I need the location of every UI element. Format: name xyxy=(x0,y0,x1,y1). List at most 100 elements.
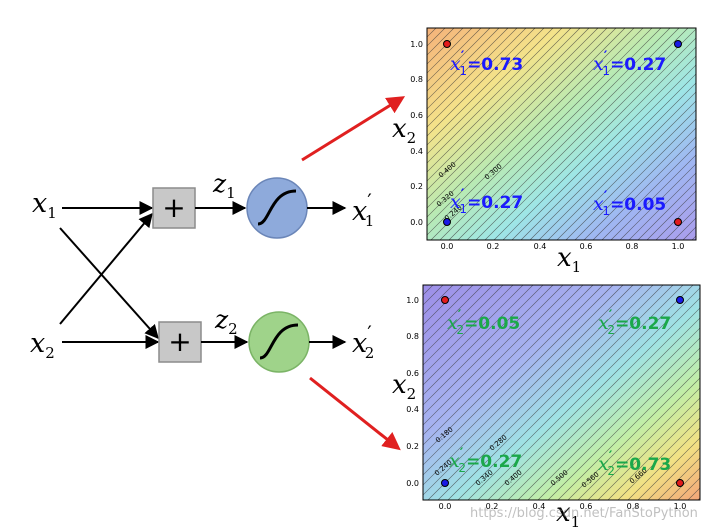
ytick: 0.0 xyxy=(406,479,419,488)
output-x1-prime: ′ xyxy=(367,189,372,213)
contour-line xyxy=(529,73,696,240)
ann-base: x xyxy=(598,453,609,475)
ann-prime: ′ xyxy=(604,189,608,205)
ann-sub: 2 xyxy=(456,323,464,337)
contour-line xyxy=(655,199,696,240)
point-red xyxy=(676,479,684,487)
contour-line xyxy=(567,367,700,500)
contour-line xyxy=(427,28,473,74)
xtick: 1.0 xyxy=(674,502,687,511)
contour-line xyxy=(427,28,581,182)
contour-line xyxy=(423,285,544,406)
sigmoid-icon xyxy=(257,189,297,226)
xtick: 0.4 xyxy=(533,502,546,511)
contour-line xyxy=(423,285,494,356)
plot-2-frame xyxy=(422,284,701,501)
contour-line xyxy=(427,28,536,137)
adder-2-symbol: + xyxy=(168,325,191,358)
arrow-to-plot-1 xyxy=(301,96,406,162)
point-red xyxy=(443,40,451,48)
ytick: 0.6 xyxy=(410,111,423,120)
sum-z1-label: z1 xyxy=(212,169,236,202)
annotation-bottom-left: x′2=0.27 xyxy=(449,446,522,475)
ann-sub: 1 xyxy=(602,64,610,78)
ann-base: x xyxy=(450,191,461,213)
contour-line xyxy=(427,285,644,500)
ann-prime: ′ xyxy=(460,446,464,462)
neuron-2 xyxy=(248,311,310,373)
contour-line xyxy=(427,28,482,83)
contour-line xyxy=(467,285,684,500)
ann-value: =0.73 xyxy=(615,455,671,475)
ann-value: =0.27 xyxy=(615,314,671,334)
sum-z2-sub: 2 xyxy=(228,320,238,338)
xtick: 0.2 xyxy=(486,502,499,511)
contour-line xyxy=(427,28,527,128)
ytick: 0.4 xyxy=(406,405,419,414)
adder-1: + xyxy=(152,187,196,229)
output-x2-sub: 2 xyxy=(365,344,375,362)
contour-line xyxy=(423,285,484,346)
contour-line xyxy=(423,285,604,466)
point-blue xyxy=(443,218,451,226)
contour-line xyxy=(607,407,700,500)
contour-line xyxy=(493,37,696,240)
xtick: 0.6 xyxy=(580,242,593,251)
annotation-top-right: x′1=0.27 xyxy=(593,49,666,78)
contour-line xyxy=(423,285,424,286)
plot-1: 0.400 0.300 0.320 0.240 1.0 0.8 0.6 0.4 … xyxy=(392,27,697,276)
ann-sub: 2 xyxy=(607,464,615,478)
sum-z1-sub: 1 xyxy=(226,184,236,202)
contour-line xyxy=(556,100,696,240)
contour-line xyxy=(628,172,696,240)
ann-base: x xyxy=(593,53,604,75)
neuron-1 xyxy=(246,177,308,239)
plot-2-annotations: x′2=0.05 x′2=0.27 x′2=0.27 x′2=0.73 xyxy=(447,308,671,478)
plot-2-xlabel-base: x xyxy=(556,498,571,528)
contour-line xyxy=(502,46,696,240)
ann-prime: ′ xyxy=(609,308,613,324)
contour-line xyxy=(448,28,662,240)
plot-1-ylabel-sub: 2 xyxy=(407,129,417,147)
contour-line xyxy=(447,285,664,500)
edge-x1-to-adder2 xyxy=(59,227,159,340)
contour-line xyxy=(601,145,696,240)
contour-line xyxy=(597,397,700,500)
contour-line xyxy=(427,28,464,65)
plot-1-contours xyxy=(427,28,696,240)
point-red xyxy=(674,218,682,226)
plot-1-background xyxy=(427,28,696,240)
annotation-bottom-right: x′1=0.05 xyxy=(593,189,666,218)
contour-line xyxy=(423,285,624,486)
contour-line xyxy=(610,154,696,240)
xtick: 0.0 xyxy=(441,242,454,251)
plot-1-xlabel-base: x xyxy=(557,243,572,273)
xtick: 0.8 xyxy=(626,242,639,251)
ann-base: x xyxy=(598,312,609,334)
contour-line xyxy=(427,28,590,191)
contour-line xyxy=(577,377,700,500)
contour-line xyxy=(423,285,524,386)
output-x1-label: x′1 xyxy=(352,189,374,230)
ann-prime: ′ xyxy=(609,449,613,465)
contour-line xyxy=(708,285,713,500)
ann-sub: 2 xyxy=(607,323,615,337)
contour-line xyxy=(457,28,671,240)
contour-line xyxy=(430,28,644,240)
watermark-text: https://blog.csdn.net/FanStoPython xyxy=(470,506,698,521)
contour-line xyxy=(497,297,700,500)
contour-line xyxy=(437,285,654,500)
plot-2-xlabel: x1 xyxy=(556,498,580,530)
plot-1-xticks: 0.0 0.2 0.4 0.6 0.8 1.0 xyxy=(441,242,685,251)
output-x2-prime: ′ xyxy=(367,321,372,345)
output-x2-base: x xyxy=(352,328,367,359)
input-x1-sub: 1 xyxy=(47,204,57,222)
contour-line xyxy=(627,427,700,500)
contour-line xyxy=(457,285,674,500)
ann-value: =0.27 xyxy=(466,452,522,472)
output-x2-label: x′2 xyxy=(352,321,374,362)
ytick: 0.2 xyxy=(410,182,423,191)
contour-line xyxy=(647,447,700,500)
contour-line xyxy=(423,285,574,436)
contour-line xyxy=(637,181,696,240)
